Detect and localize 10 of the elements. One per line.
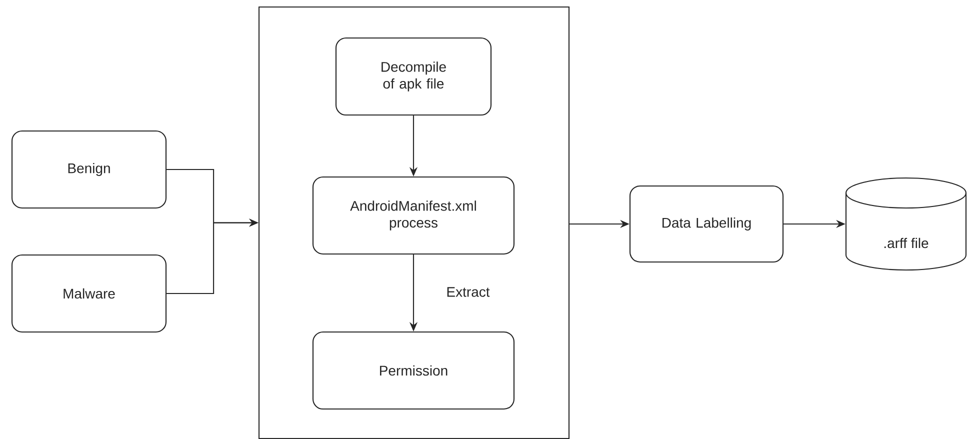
process-box: Malware [11, 254, 167, 333]
node-label: .arff file [884, 238, 928, 248]
process-box: AndroidManifest.xml process [312, 176, 515, 255]
process-frame [258, 6, 570, 439]
process-box: Benign [11, 130, 167, 209]
process-box: Data Labelling [629, 185, 784, 263]
process-box: Decompile of apk file [335, 37, 492, 116]
edge-label: Extract [444, 286, 492, 298]
database-cylinder: .arff file [845, 177, 967, 271]
process-box: Permission [312, 331, 515, 410]
